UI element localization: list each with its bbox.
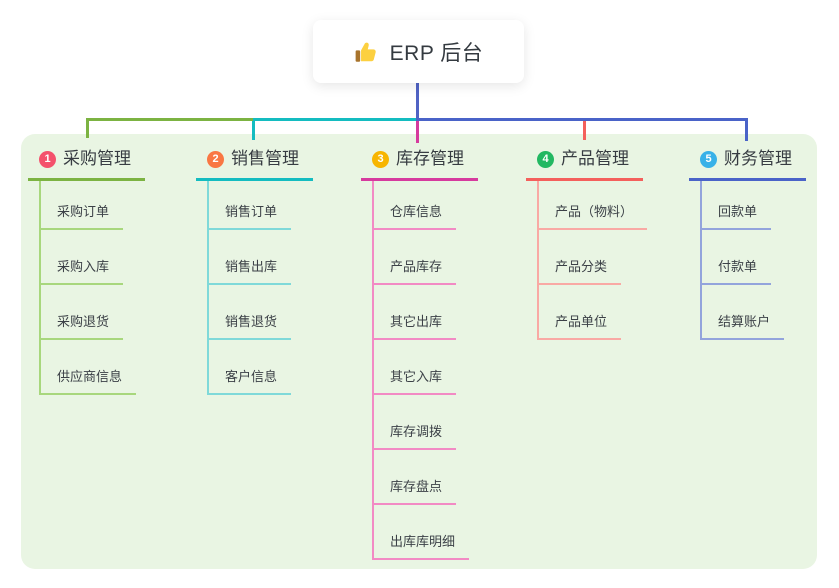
branch-sales: 2 销售管理 销售订单销售出库销售退货客户信息 bbox=[196, 147, 313, 395]
branch-purchase: 1 采购管理 采购订单采购入库采购退货供应商信息 bbox=[28, 147, 145, 395]
child-item[interactable]: 产品分类 bbox=[539, 230, 622, 285]
child-item[interactable]: 库存调拨 bbox=[374, 395, 457, 450]
children: 仓库信息产品库存其它出库其它入库库存调拨库存盘点出库库明细 bbox=[372, 181, 470, 560]
child-item[interactable]: 销售出库 bbox=[209, 230, 292, 285]
child-item[interactable]: 库存盘点 bbox=[374, 450, 457, 505]
topic-sales[interactable]: 2 销售管理 bbox=[196, 147, 313, 181]
root-node[interactable]: ERP 后台 bbox=[313, 20, 524, 83]
child-item[interactable]: 客户信息 bbox=[209, 340, 292, 395]
branch-inventory: 3 库存管理 仓库信息产品库存其它出库其它入库库存调拨库存盘点出库库明细 bbox=[361, 147, 478, 560]
children: 回款单付款单结算账户 bbox=[700, 181, 785, 340]
child-item[interactable]: 回款单 bbox=[702, 181, 772, 230]
bus-segment-blue bbox=[416, 118, 748, 121]
drop-line-sales bbox=[252, 121, 255, 140]
drop-line-inventory bbox=[416, 121, 419, 143]
topic-label: 财务管理 bbox=[724, 149, 792, 168]
children: 销售订单销售出库销售退货客户信息 bbox=[207, 181, 292, 395]
badge-4: 4 bbox=[537, 150, 554, 168]
topic-finance[interactable]: 5 财务管理 bbox=[689, 147, 806, 181]
badge-3: 3 bbox=[372, 150, 389, 168]
child-item[interactable]: 产品库存 bbox=[374, 230, 457, 285]
topic-purchase[interactable]: 1 采购管理 bbox=[28, 147, 145, 181]
child-item[interactable]: 供应商信息 bbox=[41, 340, 137, 395]
topic-label: 销售管理 bbox=[231, 149, 299, 168]
child-item[interactable]: 采购退货 bbox=[41, 285, 124, 340]
topic-label: 产品管理 bbox=[561, 149, 629, 168]
child-item[interactable]: 结算账户 bbox=[702, 285, 785, 340]
badge-5: 5 bbox=[700, 150, 717, 168]
drop-line-finance bbox=[745, 118, 748, 141]
branch-finance: 5 财务管理 回款单付款单结算账户 bbox=[689, 147, 806, 340]
children: 采购订单采购入库采购退货供应商信息 bbox=[39, 181, 137, 395]
root-connector-line bbox=[416, 83, 419, 118]
topic-label: 采购管理 bbox=[63, 149, 131, 168]
thumbs-up-icon bbox=[355, 42, 376, 62]
child-item[interactable]: 付款单 bbox=[702, 230, 772, 285]
bus-segment-green bbox=[86, 118, 253, 121]
topic-label: 库存管理 bbox=[396, 149, 464, 168]
drop-line-product bbox=[583, 121, 586, 140]
background-panel bbox=[21, 134, 817, 569]
child-item[interactable]: 销售订单 bbox=[209, 181, 292, 230]
badge-1: 1 bbox=[39, 150, 56, 168]
topic-product[interactable]: 4 产品管理 bbox=[526, 147, 643, 181]
root-label: ERP 后台 bbox=[389, 41, 484, 65]
child-item[interactable]: 采购入库 bbox=[41, 230, 124, 285]
child-item[interactable]: 产品（物料） bbox=[539, 181, 648, 230]
drop-line-purchase bbox=[86, 121, 89, 138]
branch-product: 4 产品管理 产品（物料）产品分类产品单位 bbox=[526, 147, 648, 340]
child-item[interactable]: 其它入库 bbox=[374, 340, 457, 395]
bus-segment-teal bbox=[253, 118, 416, 121]
child-item[interactable]: 仓库信息 bbox=[374, 181, 457, 230]
topic-inventory[interactable]: 3 库存管理 bbox=[361, 147, 478, 181]
children: 产品（物料）产品分类产品单位 bbox=[537, 181, 648, 340]
child-item[interactable]: 产品单位 bbox=[539, 285, 622, 340]
child-item[interactable]: 销售退货 bbox=[209, 285, 292, 340]
child-item[interactable]: 其它出库 bbox=[374, 285, 457, 340]
child-item[interactable]: 采购订单 bbox=[41, 181, 124, 230]
child-item[interactable]: 出库库明细 bbox=[374, 505, 470, 560]
badge-2: 2 bbox=[207, 150, 224, 168]
